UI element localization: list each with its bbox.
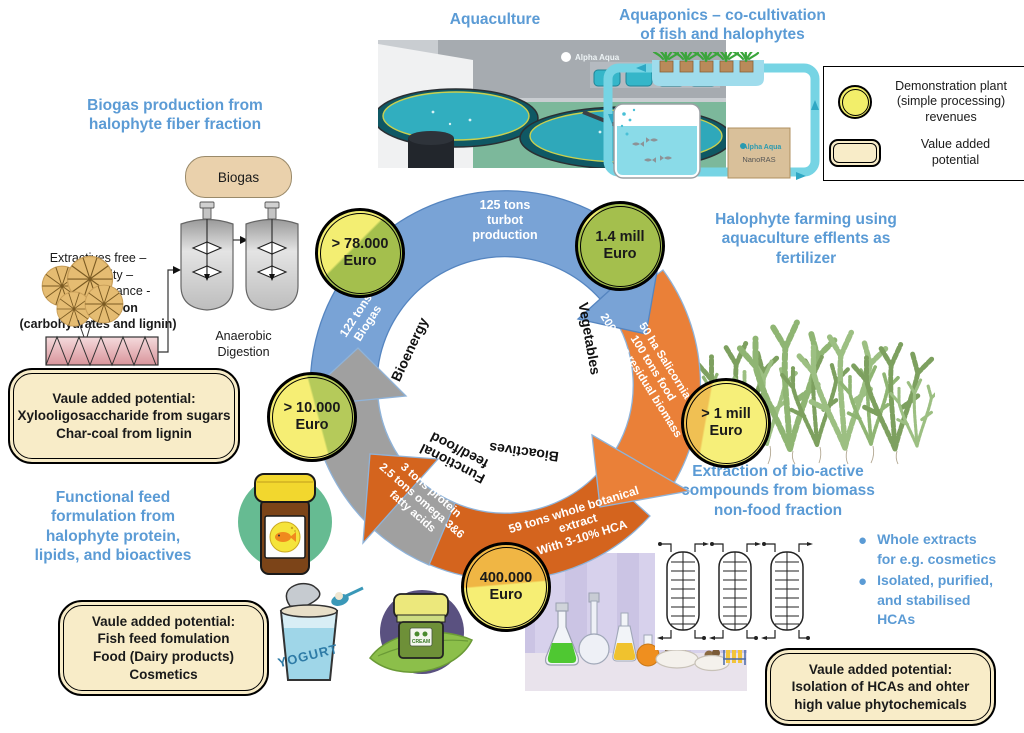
biogas-section-title: Biogas production from halophyte fiber f… (87, 97, 263, 134)
bullet-item-2: ● Isolated, purified, and stabilised HCA… (858, 571, 1013, 630)
aquaculture-title: Aquaculture (449, 11, 541, 28)
reactor-tank-2 (245, 201, 299, 311)
anaerobic-digestion-scene (41, 201, 299, 367)
legend-value-added-label: Value added potential (920, 137, 991, 167)
halophyte-farming-title: Halophyte farming using aquaculture effl… (715, 211, 897, 267)
biogas-value-added-box: Vaule added potential: Xylooligosacchari… (8, 368, 240, 464)
aquaculture-brand-logo: Alpha Aqua (561, 52, 620, 62)
legend-value-added-row: Value added potential (828, 137, 1022, 168)
revenue-turbot: 1.4 mill Euro (575, 201, 665, 291)
flask-green (544, 602, 580, 666)
turbot-flow-label: 125 tons turbot production (472, 198, 538, 242)
nanoras-brand: Alpha Aqua (743, 144, 782, 151)
revenue-circle-symbol (838, 85, 872, 120)
bubbles (620, 108, 636, 136)
reactor-tank-1 (180, 201, 234, 311)
revenue-salicornia: > 1 mill Euro (681, 378, 771, 468)
value-added-box-symbol (829, 138, 881, 167)
salicornia-plants-illustration (695, 278, 935, 465)
cream-label: CREAM (412, 639, 430, 645)
nanoras-unit: Alpha Aqua NanoRAS (727, 127, 791, 179)
extraction-title: Extraction of bio-active compounds from … (681, 463, 875, 519)
fish-icon (275, 526, 296, 542)
aquaponics-fish-tank (613, 103, 701, 179)
aquaculture-brand-text: Alpha Aqua (575, 53, 620, 62)
transfer-arrow (233, 236, 248, 244)
yogurt-illustration: YOGURT (276, 583, 364, 681)
extraction-value-added-box: Vaule added potential: Isolation of HCAs… (765, 648, 996, 726)
bioactives-arrow-head (362, 453, 440, 545)
spoon-handle (345, 586, 364, 598)
conveyor-illustration (45, 335, 159, 367)
bullet-2-text: Isolated, purified, and stabilised HCAs (877, 572, 993, 628)
plant-roots (715, 445, 899, 465)
bullet-1-text: Whole extracts for e.g. cosmetics (877, 531, 997, 567)
legend: Demonstration plant (simple processing) … (823, 66, 1024, 181)
revenue-protein: > 10.000 Euro (267, 372, 357, 462)
peeled-lid (285, 583, 321, 608)
vegetables-arrow-head (591, 433, 691, 508)
fish-oil-jar-illustration (238, 473, 332, 575)
nanoras-model: NanoRAS (742, 155, 775, 164)
anaerobic-digestion-label: Anaerobic Digestion (215, 329, 272, 360)
bullet-dot: ● (858, 532, 868, 549)
aquaponics-plant-raft (652, 52, 764, 86)
jar-lid (254, 473, 316, 503)
extraction-columns (655, 538, 815, 650)
aquaculture-feeder (408, 131, 454, 168)
flask-volumetric (578, 592, 610, 665)
functional-feed-title: Functional feed formulation from halophy… (34, 489, 192, 565)
bullet-dot: ● (858, 573, 868, 591)
aquaponics-diagram: Alpha Aqua NanoRAS (603, 52, 820, 180)
feed-arrow (158, 266, 181, 353)
extraction-bullet-list: ● Whole extracts for e.g. cosmetics ● Is… (858, 530, 1013, 632)
biogas-tag: Biogas (185, 156, 292, 198)
revenue-biogas: > 78.000 Euro (315, 208, 405, 298)
flask-yellow (612, 612, 637, 662)
bullet-item-1: ● Whole extracts for e.g. cosmetics (858, 530, 1013, 569)
legend-revenues-row: Demonstration plant (simple processing) … (828, 79, 1022, 126)
revenue-extract: 400.000 Euro (461, 542, 551, 632)
straw-bales-illustration (41, 255, 124, 338)
cream-jar-illustration: CREAM (368, 590, 474, 674)
aquaponics-title: Aquaponics – co-cultivation of fish and … (619, 7, 826, 44)
legend-revenues-label: Demonstration plant (simple processing) … (895, 78, 1007, 124)
feed-value-added-box: Vaule added potential: Fish feed fomulat… (58, 600, 269, 696)
